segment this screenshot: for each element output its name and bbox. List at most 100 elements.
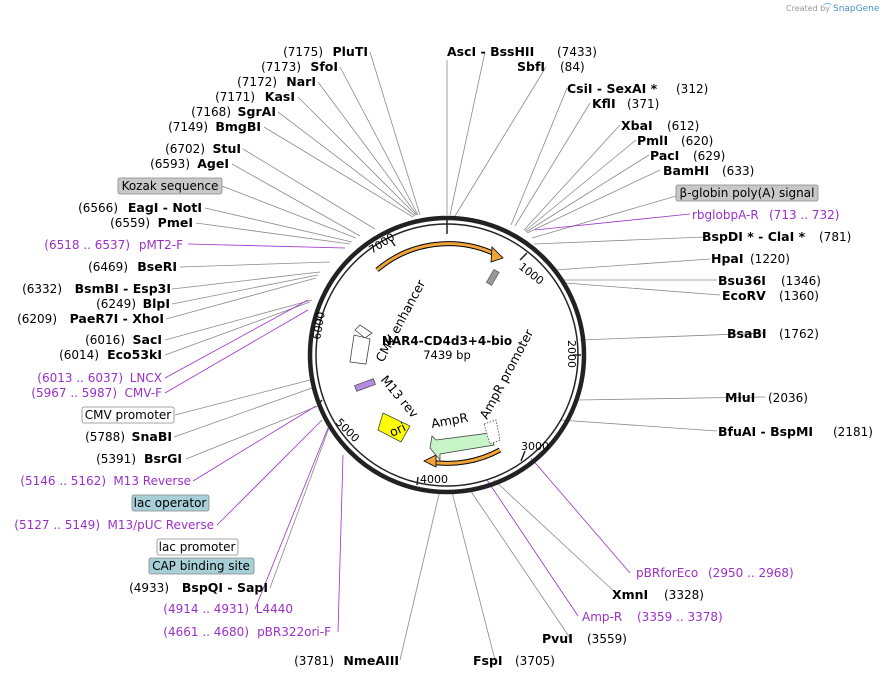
enzyme-name: BsmBI - Esp3I (75, 281, 171, 296)
tick-4000: 4000 (420, 473, 448, 486)
enzyme-pos: (6014) (59, 348, 99, 362)
primer-name: Amp-R (582, 610, 622, 624)
primer-name: CMV-F (125, 386, 163, 400)
plasmid-size: 7439 bp (423, 348, 471, 362)
beta-globin-label: β-globin poly(A) signal (680, 186, 815, 200)
primer-name: pBRforEco (636, 566, 698, 580)
lac-operator-box (131, 494, 210, 512)
bottom-arc-arrow-icon (423, 454, 437, 468)
beta-globin-box (675, 184, 819, 202)
enzyme-name: BsrGI (144, 451, 182, 466)
primer-pos: (6013 .. 6037) (37, 371, 123, 385)
primer-pos: (6518 .. 6537) (44, 238, 130, 252)
polyA-feature (485, 268, 500, 286)
enzyme-name: StuI (212, 141, 241, 156)
enzyme-name: XbaI (621, 118, 653, 133)
enzyme-name: NmeAIII (343, 653, 399, 668)
enzyme-name: SgrAI (238, 104, 276, 119)
enzyme-pos: (7175) (283, 45, 323, 59)
lac-promoter-box (156, 538, 239, 556)
plasmid-name: NAR4-CD4d3+4-bio (382, 334, 512, 348)
enzyme-pos: (312) (676, 82, 708, 96)
lac-operator-label: lac operator (134, 496, 207, 510)
cap-binding-box (148, 557, 255, 575)
enzyme-name: BspDI * - ClaI * (702, 229, 806, 244)
primer-leaders (164, 213, 691, 633)
enzyme-pos: (4933) (129, 581, 169, 595)
primer-name: pBR322ori-F (257, 625, 331, 639)
enzyme-pos: (629) (693, 149, 725, 163)
primer-pos: (3359 .. 3378) (637, 610, 723, 624)
enzyme-pos: (5788) (85, 430, 125, 444)
enzyme-pos: (7149) (168, 120, 208, 134)
enzyme-pos: (7173) (261, 60, 301, 74)
enzyme-name: BlpI (143, 296, 170, 311)
enzyme-name: SfoI (310, 59, 338, 74)
primer-pos: (2950 .. 2968) (708, 566, 794, 580)
enzyme-name: CsiI - SexAI * (567, 81, 658, 96)
ampr-label: AmpR (430, 410, 470, 431)
credit-brand: SnapGene (833, 4, 880, 14)
snapgene-logo-icon: ⌒ (823, 3, 832, 14)
enzyme-pos: (781) (819, 230, 851, 244)
enzyme-pos: (6702) (165, 142, 205, 156)
enzyme-pos: (7168) (191, 105, 231, 119)
enzyme-pos: (3328) (664, 588, 704, 602)
enzyme-pos: (7433) (557, 45, 597, 59)
enzyme-name: KasI (265, 89, 295, 104)
enzyme-name: SbfI (517, 59, 545, 74)
enzyme-name: FspI (473, 653, 503, 668)
tick-6000: 6000 (310, 311, 328, 341)
primer-pos: (4914 .. 4931) (163, 602, 249, 616)
m13-rev-feature (354, 378, 376, 392)
enzyme-pos: (3781) (294, 654, 334, 668)
enzyme-name: Eco53kI (107, 347, 162, 362)
primer-name: L4440 (256, 602, 293, 616)
cmv-enhancer-label: CMV enhancer (372, 276, 428, 364)
enzyme-pos: (2036) (768, 391, 808, 405)
enzyme-name: PacI (650, 148, 679, 163)
enzyme-pos: (6016) (85, 333, 125, 347)
ampr-promoter-block (483, 419, 501, 445)
enzyme-pos: (1346) (781, 274, 821, 288)
tick-2000: 2000 (565, 340, 578, 368)
enzyme-pos: (1220) (750, 252, 790, 266)
enzyme-name: EcoRV (722, 288, 766, 303)
enzyme-name: BspQI - SapI (182, 580, 268, 595)
cmv-promoter-box (81, 406, 175, 424)
enzyme-name: PluTI (332, 44, 368, 59)
tick-marks (312, 218, 581, 486)
enzyme-pos: (371) (627, 97, 659, 111)
enzyme-pos: (633) (722, 164, 754, 178)
cmv-promoter-block (349, 334, 371, 365)
primer-name: M13/pUC Reverse (108, 518, 215, 532)
enzyme-pos: (3705) (515, 654, 555, 668)
enzyme-name: BmgBI (215, 119, 261, 134)
primer-name: rbglobpA-R (692, 208, 759, 222)
enzyme-pos: (2181) (833, 425, 873, 439)
enzyme-pos: (6593) (150, 157, 190, 171)
credit-text: Created by (786, 4, 830, 13)
enzyme-pos: (620) (681, 134, 713, 148)
enzyme-name: MluI (725, 390, 755, 405)
enzyme-name: PmeI (158, 215, 193, 230)
enzyme-name: BfuAI - BspMI (718, 424, 813, 439)
enzyme-name: AgeI (197, 156, 229, 171)
enzyme-pos: (1762) (779, 327, 819, 341)
ori-arrow-icon (377, 412, 411, 443)
enzyme-name: KflI (592, 96, 616, 111)
enzyme-pos: (5391) (96, 452, 136, 466)
primer-name: pMT2-F (139, 238, 183, 252)
enzyme-pos: (7172) (237, 75, 277, 89)
enzyme-pos: (612) (667, 119, 699, 133)
enzyme-pos: (1360) (779, 289, 819, 303)
enzyme-name: NarI (286, 74, 316, 89)
enzyme-name: Bsu36I (718, 273, 766, 288)
kozak-box (117, 177, 223, 195)
enzyme-name: BseRI (137, 259, 177, 274)
primer-pos: (713 .. 732) (769, 208, 839, 222)
enzyme-name: SacI (133, 332, 163, 347)
enzyme-pos: (6559) (110, 216, 150, 230)
